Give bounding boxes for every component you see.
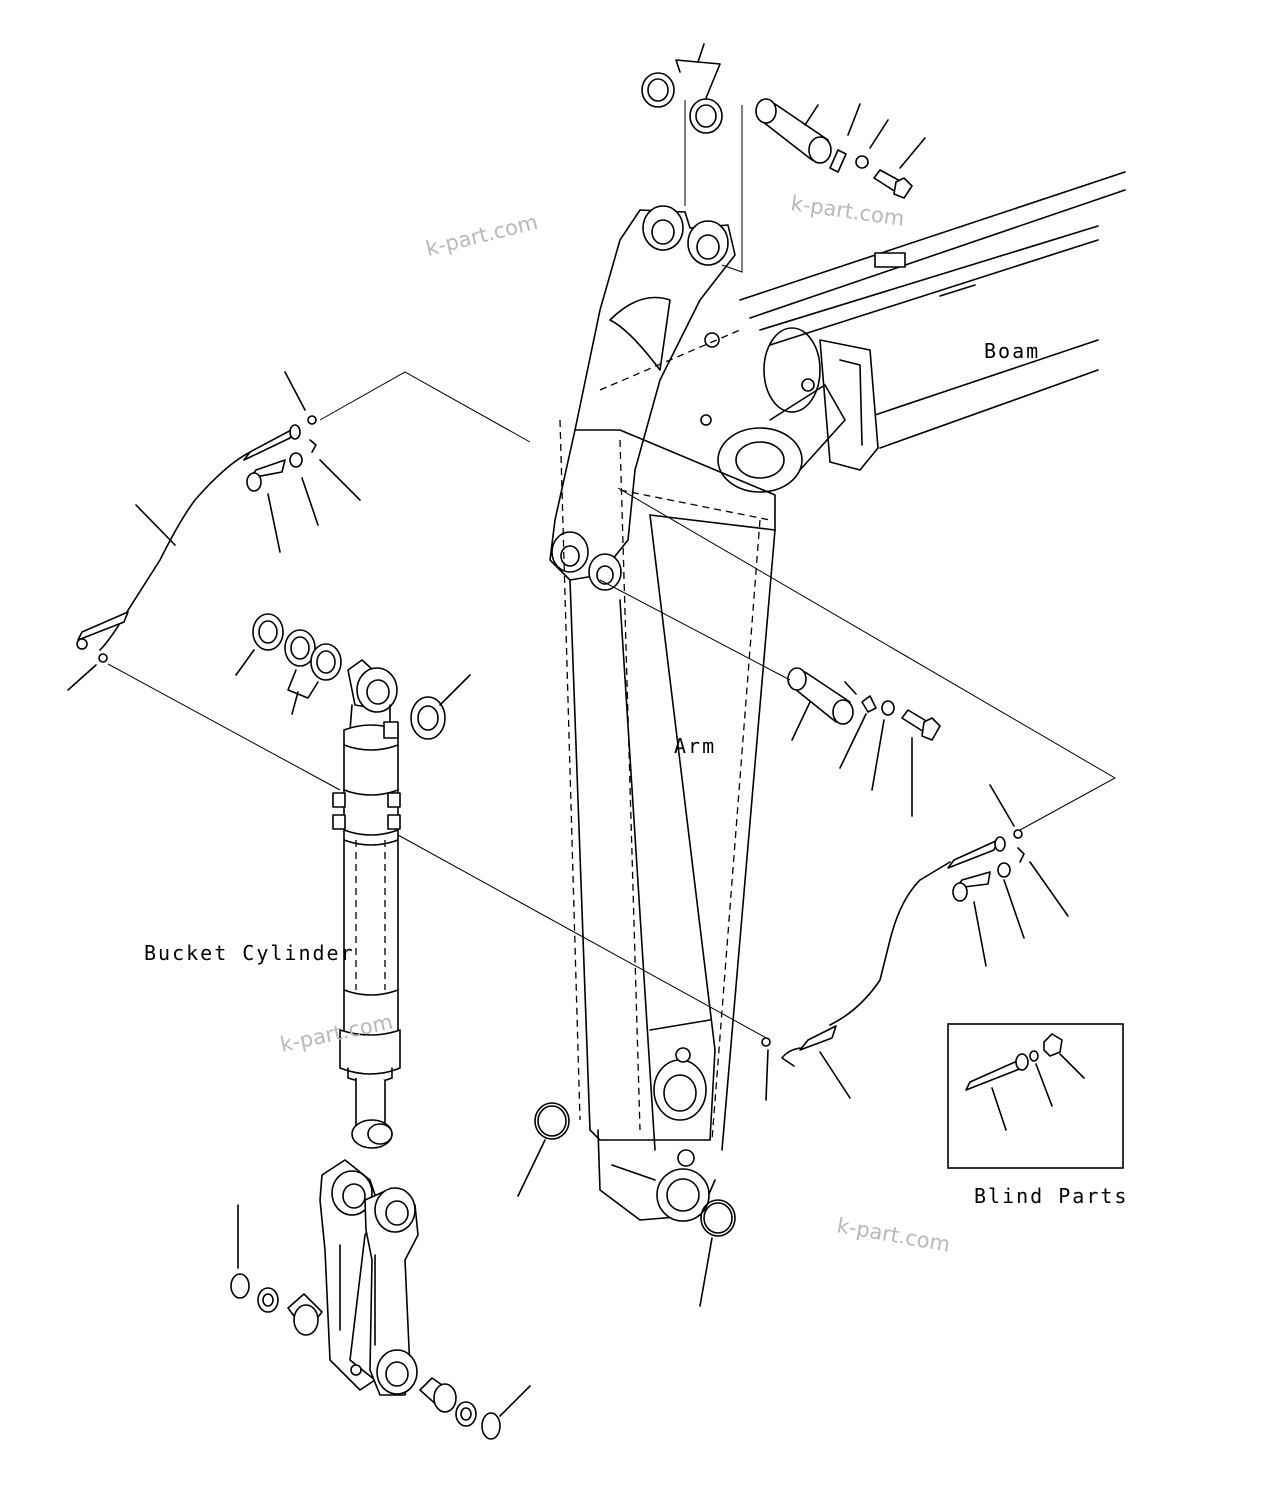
shim-1 (641, 72, 675, 108)
boom-assembly (717, 171, 1126, 493)
arm-assembly (549, 205, 776, 1222)
washer-left (289, 452, 303, 468)
boom-label: Boam (984, 339, 1040, 363)
bucket-cylinder (332, 659, 401, 1149)
mid-pin-parts (599, 579, 941, 817)
blind-parts-box (947, 1023, 1124, 1169)
cylinder-shims (235, 613, 471, 740)
watermark: k-part.com (835, 1213, 952, 1256)
blind-parts-label: Blind Parts (974, 1184, 1128, 1208)
o-ring-left (534, 1102, 570, 1140)
washer (855, 155, 869, 169)
bucket-links (230, 1159, 531, 1440)
watermark: k-part.com (789, 191, 906, 231)
grease-hose-right (397, 487, 1117, 1101)
o-ring-right (700, 1199, 736, 1237)
top-pin-parts (641, 43, 926, 273)
shim-2 (689, 98, 723, 134)
watermark: k-part.com (423, 210, 540, 261)
bucket-cylinder-label: Bucket Cylinder (144, 941, 355, 965)
o-rings (517, 1102, 736, 1307)
lock-plate (829, 149, 847, 173)
grease-hose-left (67, 371, 531, 791)
arm-label: Arm (674, 734, 716, 758)
